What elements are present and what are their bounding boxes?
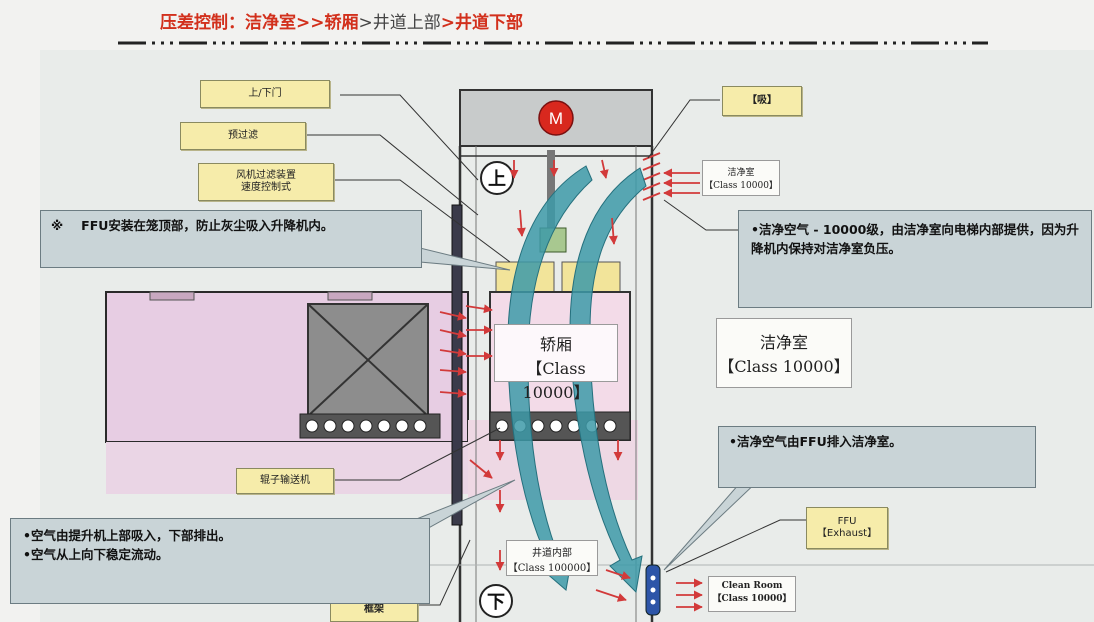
title-cleanroom: 洁净室	[245, 13, 296, 33]
ffu-note-text: FFU安装在笼顶部，防止灰尘吸入升降机内。	[81, 218, 334, 233]
ffu-exhaust-text: •洁净空气由FFU排入洁净室。	[729, 434, 902, 449]
down-indicator	[479, 584, 513, 618]
title-prefix: 压差控制：	[160, 13, 245, 33]
title-shaft-upper: 井道上部	[372, 13, 441, 33]
cabin-class-box: 轿厢 【Class 10000】	[494, 324, 618, 402]
cleanroom-small-title: 洁净室	[727, 168, 755, 178]
exhaust-dot-1	[650, 575, 656, 581]
airflow-line1: •空气由提升机上部吸入，下部排出。	[23, 528, 231, 543]
bottom-cleanroom-title: Clean Room	[721, 581, 783, 591]
door-label-text: 上/下门	[248, 87, 282, 99]
conveyor-cross-2	[307, 303, 429, 417]
fan-filter-line1: 风机过滤装置	[236, 169, 296, 181]
ffu-exhaust-label: FFU 【Exhaust】	[806, 507, 888, 549]
cleanroom-big-box: 洁净室 【Class 10000】	[716, 318, 852, 388]
bottom-cleanroom-class: 【Class 10000】	[712, 594, 792, 604]
bottom-cleanroom-box: Clean Room 【Class 10000】	[708, 576, 796, 612]
cleanroom-big-class: 【Class 10000】	[718, 357, 850, 376]
door-frame	[451, 204, 463, 526]
page-title: 压差控制：洁净室>>轿厢>井道上部>井道下部	[160, 8, 523, 33]
intake-label-text: 【吸】	[747, 94, 777, 106]
shaft-class: 【Class 100000】	[507, 563, 597, 574]
airflow-line2: •空气从上向下稳定流动。	[23, 546, 169, 562]
clean-air-callout: •洁净空气 - 10000级，由洁净室向电梯内部提供，因为升降机内保持对洁净室负…	[738, 210, 1092, 308]
title-shaft-lower: 井道下部	[455, 13, 523, 33]
frame-label-text: 框架	[364, 603, 384, 615]
roller-label: 辊子输送机	[236, 468, 334, 494]
door-label: 上/下门	[200, 80, 330, 108]
fan-filter-label: 风机过滤装置 速度控制式	[198, 163, 334, 201]
cleanroom-small-box: 洁净室 【Class 10000】	[702, 160, 780, 196]
intake-label: 【吸】	[722, 86, 802, 116]
ffu-note-callout: ※ FFU安装在笼顶部，防止灰尘吸入升降机内。	[40, 210, 422, 268]
clean-air-text: •洁净空气 - 10000级，由洁净室向电梯内部提供，因为升降机内保持对洁净室负…	[751, 222, 1079, 256]
callout-pointer-1	[419, 247, 511, 271]
exhaust-dot-3	[650, 599, 656, 605]
title-cabin: 轿厢	[324, 13, 359, 33]
shaft-class-box: 井道内部 【Class 100000】	[506, 540, 598, 576]
cleanroom-small-class: 【Class 10000】	[704, 181, 778, 191]
ffu-label-line1: FFU	[837, 515, 857, 527]
ffu-label-line2: 【Exhaust】	[816, 528, 878, 539]
title-sep3: >	[440, 13, 455, 33]
up-label: 上	[488, 169, 506, 190]
fan-filter-line2: 速度控制式	[241, 182, 291, 193]
leader-lines	[304, 94, 806, 606]
cleanroom-big-title: 洁净室	[759, 333, 808, 352]
ceiling-vent-left	[149, 291, 195, 301]
red-flow-arrows	[439, 159, 703, 612]
exhaust-dot-2	[650, 587, 656, 593]
cabin-class: 【Class 10000】	[522, 359, 590, 402]
airflow-arrows	[507, 165, 647, 594]
note-mark: ※	[51, 218, 64, 233]
roller-label-text: 辊子输送机	[260, 474, 310, 486]
down-label: 下	[487, 592, 505, 613]
motor-symbol	[538, 100, 574, 136]
shaft-title: 井道内部	[532, 548, 572, 559]
airflow-callout: •空气由提升机上部吸入，下部排出。 •空气从上向下稳定流动。	[10, 518, 430, 604]
ceiling-vent-right	[327, 291, 373, 301]
title-sep1: >>	[296, 13, 325, 33]
guide-rail	[547, 150, 555, 230]
prefilter-label-text: 预过滤	[228, 129, 258, 141]
intake-grille	[642, 152, 661, 201]
cabin-title: 轿厢	[539, 335, 572, 354]
rollers-left	[305, 419, 427, 433]
title-sep2: >	[358, 13, 373, 33]
title-divider	[118, 41, 988, 45]
ffu-exhaust-callout: •洁净空气由FFU排入洁净室。	[718, 426, 1036, 488]
prefilter-label: 预过滤	[180, 122, 306, 150]
motor-label: M	[549, 109, 563, 128]
